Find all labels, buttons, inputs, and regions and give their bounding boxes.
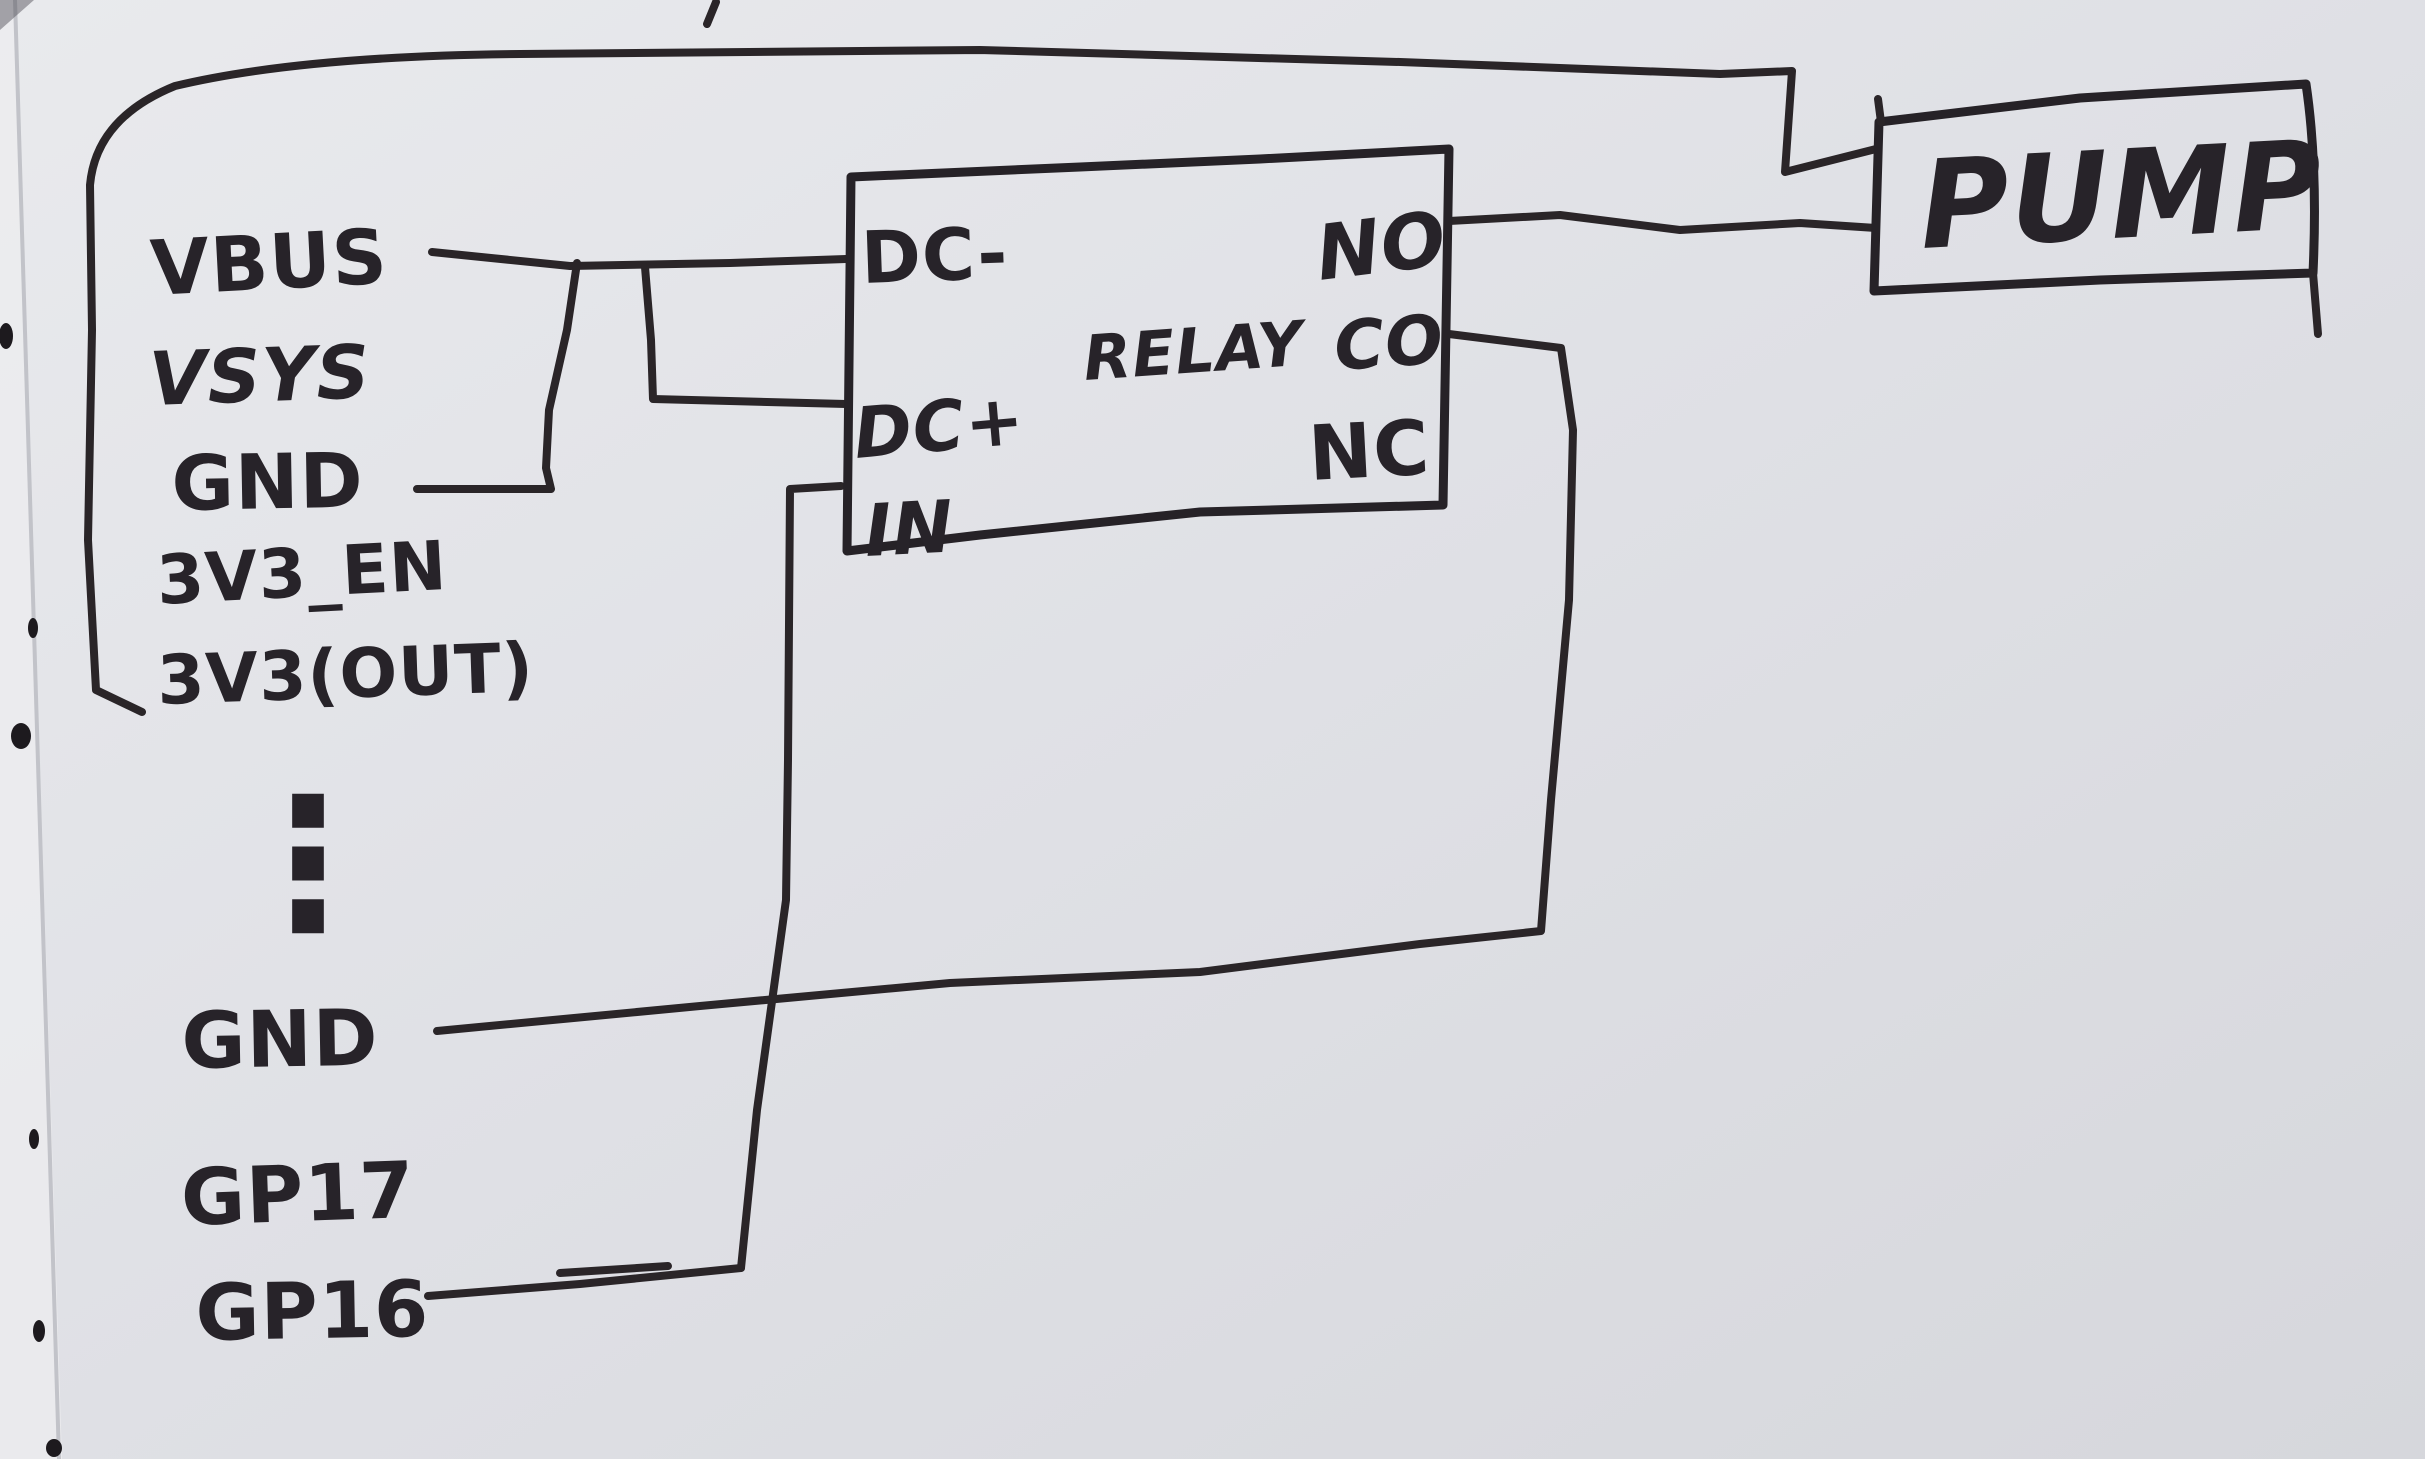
pump-box-edge-tail <box>2309 269 2322 338</box>
wire-gp16-overlap-stroke <box>556 1262 672 1277</box>
relay-label: RELAY <box>1081 306 1311 395</box>
wire-gnd-branch <box>413 259 581 493</box>
paper-edge-mark <box>0 323 13 349</box>
top-edge-tick <box>703 0 720 28</box>
omitted-pins-ellipsis: ⋮ <box>218 760 399 969</box>
wire-gnd-to-relay-co <box>433 330 1577 1035</box>
pin-label-gnd-bottom: GND <box>181 994 380 1087</box>
paper-edge-marks <box>0 323 62 1457</box>
pin-label-vbus: VBUS <box>148 212 390 313</box>
pin-label-3v3-en: 3V3_EN <box>155 527 449 621</box>
paper-edge-mark <box>46 1439 62 1457</box>
paper-edge-mark <box>11 723 31 749</box>
relay-pin-co: CO <box>1332 300 1447 386</box>
relay-pin-dc-plus: DC+ <box>850 378 1028 475</box>
relay-pin-nc: NC <box>1306 403 1432 498</box>
paper-edge-mark <box>33 1320 45 1342</box>
paper-edge-mark <box>28 618 38 638</box>
wire-vbus-to-relay-dc-minus <box>428 248 850 270</box>
pin-label-gnd-top: GND <box>171 436 365 528</box>
paper-crease <box>13 0 61 1459</box>
relay-pin-in: IN <box>862 484 955 573</box>
wire-board-top-to-pump <box>84 46 1880 716</box>
pin-label-gp16: GP16 <box>195 1265 430 1359</box>
relay-pin-no: NO <box>1311 194 1451 298</box>
pin-label-gp17: GP17 <box>180 1146 417 1244</box>
pin-label-vsys: VSYS <box>148 329 372 423</box>
wire-to-relay-dc-plus <box>641 263 850 408</box>
paper-edge-mark <box>29 1129 39 1149</box>
paper-corner-shadow <box>0 0 34 30</box>
wire-gp16 <box>424 1264 745 1300</box>
pin-label-3v3-out: 3V3(OUT) <box>156 629 535 721</box>
wire-relay-in-to-gp16 <box>737 482 845 1272</box>
pump-label: PUMP <box>1916 114 2326 277</box>
relay-pin-dc-minus: DC- <box>860 211 1010 300</box>
pump-box-corner-tick <box>1874 95 1885 126</box>
relay-box <box>842 144 1454 556</box>
wire-relay-no-to-pump <box>1445 211 1880 234</box>
